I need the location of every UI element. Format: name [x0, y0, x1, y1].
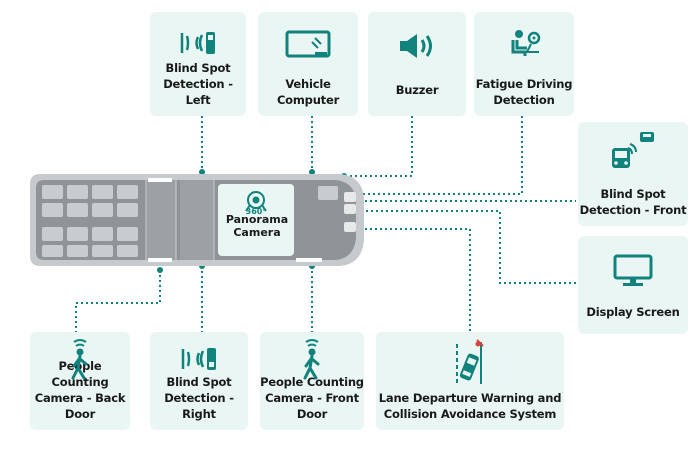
seats-rear: [42, 185, 138, 257]
monitor-icon: [613, 254, 653, 286]
person-walking-icon: [71, 339, 88, 380]
node-label: Buzzer: [395, 83, 439, 97]
connector-pc-back: [75, 270, 161, 332]
connectors: [75, 116, 578, 332]
person-walking-icon: [303, 339, 320, 380]
bus: 360°: [30, 174, 364, 266]
connector-fatigue: [350, 116, 523, 195]
camera-panel: [218, 184, 294, 256]
connector-ldw: [360, 228, 471, 332]
blind-spot-front-icon: [612, 132, 654, 168]
connector-display: [356, 210, 578, 284]
vehicle-computer-icon: [285, 30, 331, 58]
driver-seat-icon: [511, 30, 541, 56]
connector-buzzer: [344, 116, 413, 177]
speaker-icon: [400, 34, 432, 58]
camera-badge: 360°: [246, 207, 267, 216]
lane-departure-car-icon: [456, 339, 484, 384]
camera-line2: Camera: [233, 226, 281, 239]
node-buzzer[interactable]: Buzzer: [368, 12, 466, 116]
node-label: Display Screen: [586, 305, 680, 319]
node-display[interactable]: Display Screen: [578, 236, 688, 334]
panorama-camera-label: Panorama Camera: [222, 213, 292, 239]
blind-spot-side-icon: [181, 348, 216, 370]
camera-line1: Panorama: [225, 213, 289, 226]
panorama-camera-icon: [245, 191, 267, 212]
blind-spot-side-icon: [180, 32, 215, 54]
